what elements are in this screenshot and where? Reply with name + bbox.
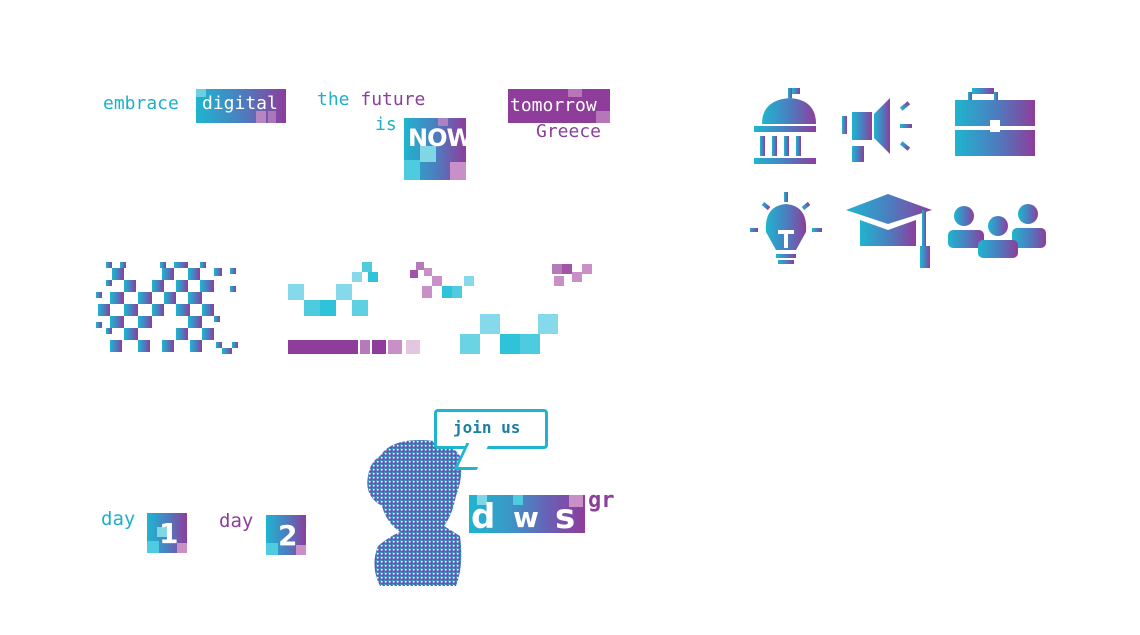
icon-set — [750, 88, 1046, 268]
government-building-icon — [754, 88, 816, 164]
briefcase-icon — [955, 88, 1035, 156]
graduation-cap-icon — [846, 194, 932, 268]
is-text: is — [375, 114, 397, 135]
pixel-pattern — [96, 262, 238, 354]
day2-badge: 2 — [266, 515, 306, 555]
pixel-decorations — [288, 262, 628, 357]
embrace-text: embrace — [103, 93, 179, 114]
lightbulb-icon — [750, 192, 822, 264]
logo-letter-d: d — [471, 497, 496, 537]
digital-text: digital — [202, 93, 278, 114]
digital-badge: digital — [196, 89, 286, 123]
bust-illustration — [367, 440, 462, 586]
day2-number: 2 — [278, 519, 298, 552]
join-us-bubble[interactable]: join us — [434, 409, 548, 449]
people-group-icon — [948, 204, 1046, 258]
day1-badge: 1 — [147, 513, 187, 553]
join-us-text: join us — [453, 418, 521, 437]
day1-label: day — [101, 508, 136, 530]
tomorrow-badge: tomorrow — [508, 89, 610, 123]
tomorrow-text: tomorrow — [510, 95, 597, 116]
the-future-text: the future — [317, 89, 426, 110]
day1-number: 1 — [159, 517, 179, 550]
megaphone-icon — [842, 98, 912, 162]
greece-text: Greece — [536, 121, 602, 142]
dws-logo: d w s — [469, 495, 585, 537]
now-badge: NOW — [404, 118, 473, 180]
logo-letter-w: w — [513, 501, 539, 534]
logo-letter-s: s — [555, 497, 576, 537]
logo-suffix: gr — [588, 488, 615, 513]
now-text: NOW — [408, 124, 473, 152]
day2-label: day — [219, 510, 254, 532]
